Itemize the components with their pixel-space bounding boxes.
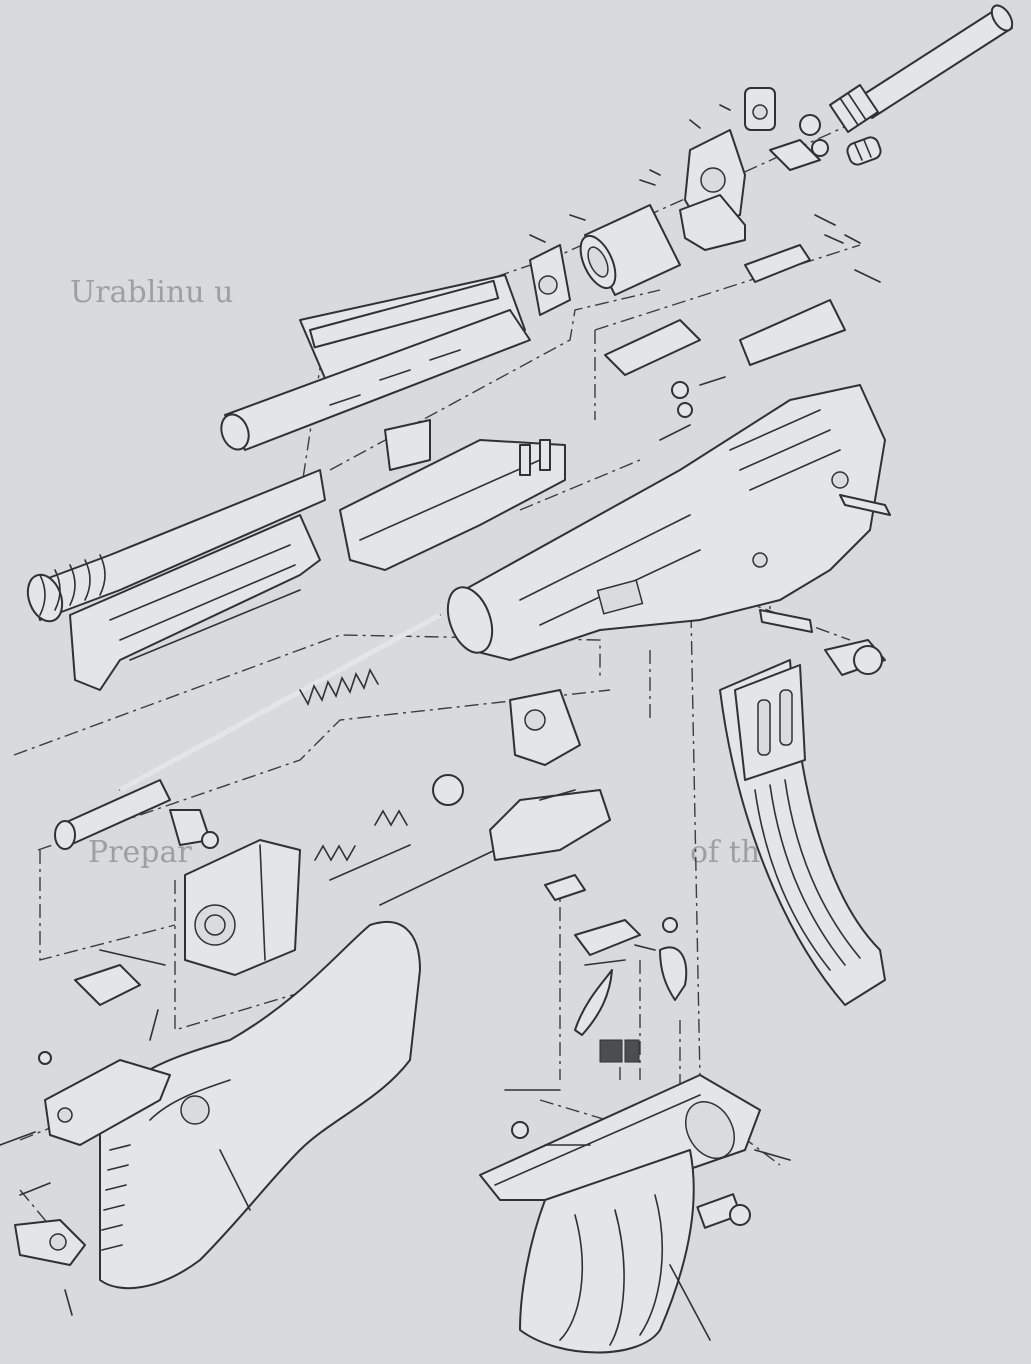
front-sight-assembly xyxy=(639,87,882,251)
handguard-tube xyxy=(220,274,531,451)
bleed-through-text: Urablinu u Prepar of the xyxy=(70,275,778,870)
bolt-head xyxy=(489,689,611,861)
bleed-text-2: Prepar xyxy=(88,835,192,870)
trunnion-block xyxy=(339,419,566,571)
barrel-muzzle xyxy=(829,4,1014,133)
recoil-spring-rod xyxy=(118,612,442,793)
trigger-parts xyxy=(544,874,688,1036)
end-cap xyxy=(184,839,301,976)
bleed-text-1: Urablinu u xyxy=(70,275,233,310)
striker-parts xyxy=(54,774,496,906)
lower-handguard xyxy=(26,469,326,691)
magazine xyxy=(719,659,886,1006)
butt-plate-parts xyxy=(0,949,171,1316)
gas-block xyxy=(529,204,681,316)
receiver-pins xyxy=(759,494,891,676)
rear-sight-parts xyxy=(604,214,881,418)
pistol-grip xyxy=(519,1149,751,1354)
buttstock xyxy=(99,921,421,1290)
receiver xyxy=(446,384,886,661)
